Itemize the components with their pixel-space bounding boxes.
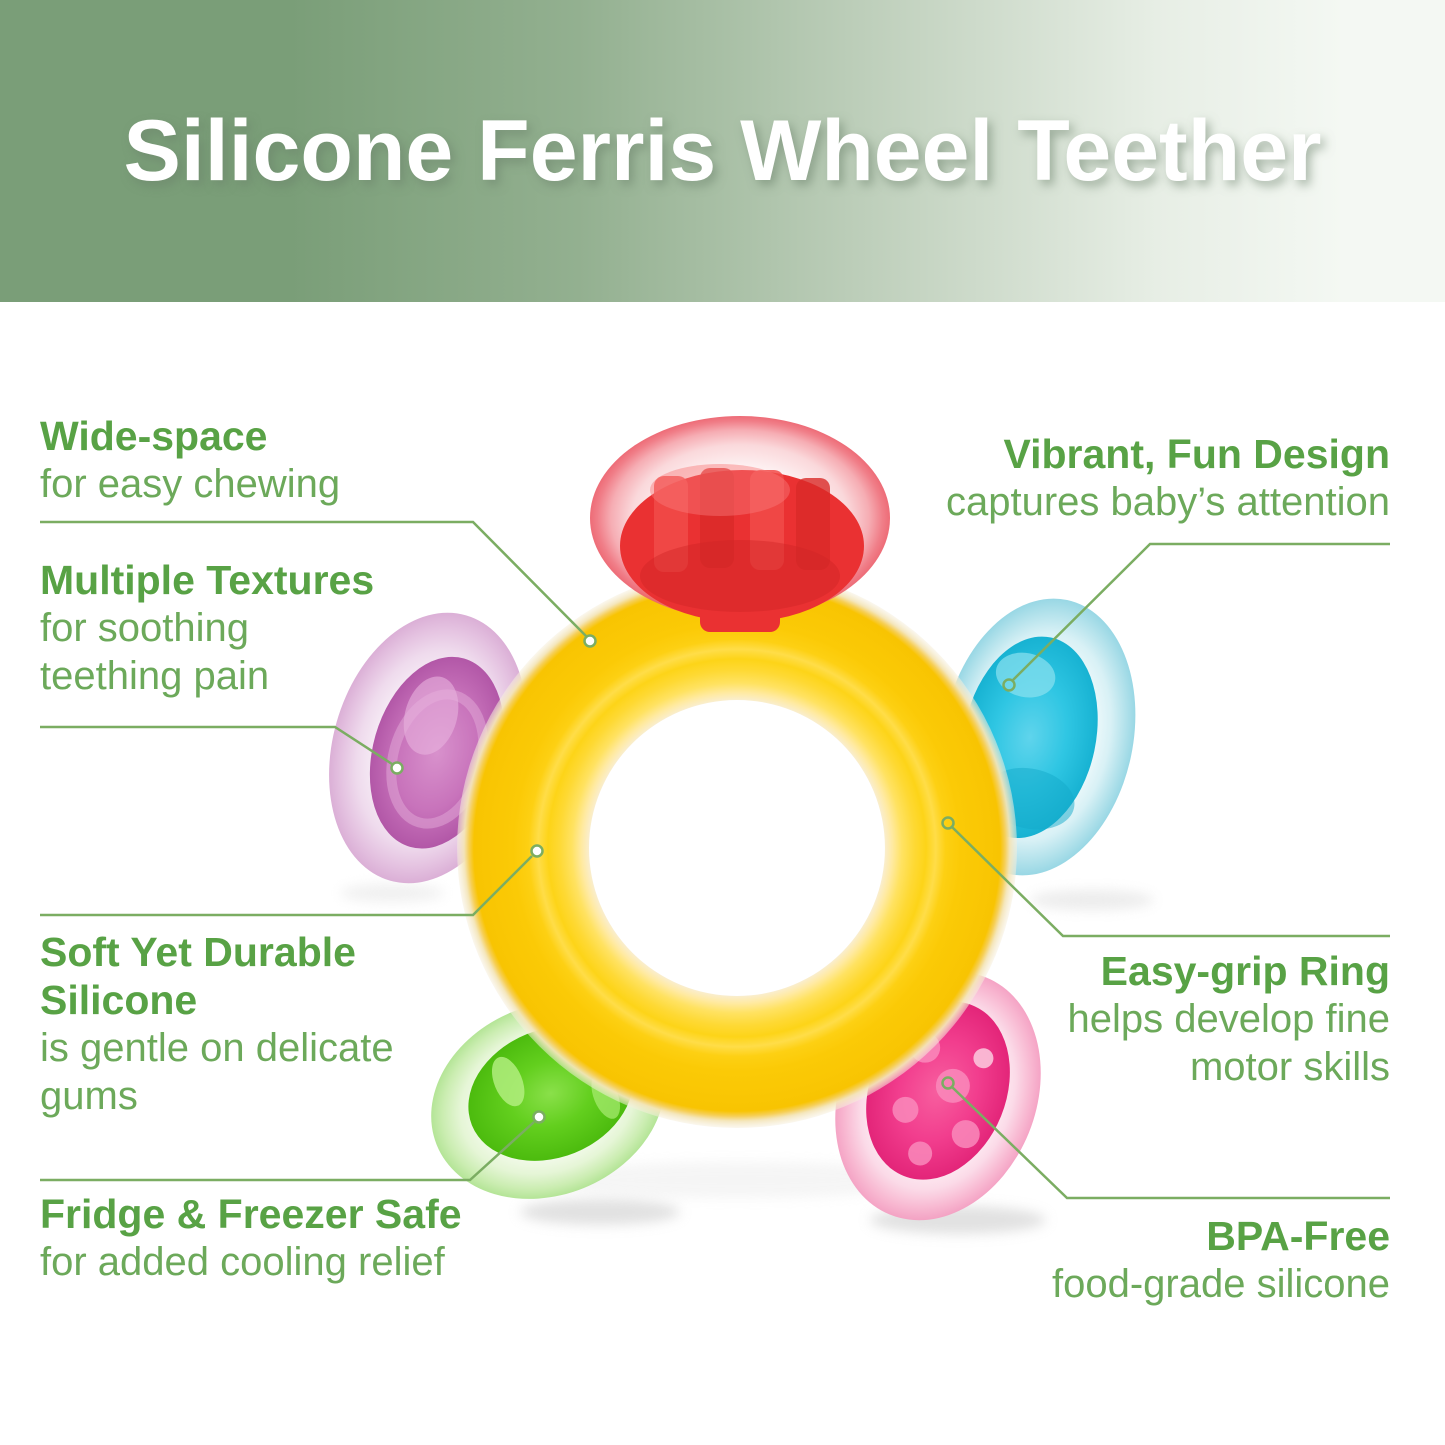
callout-body: captures baby’s attention — [945, 480, 1390, 524]
callout-body: food-grade silicone — [1052, 1262, 1390, 1306]
callout-heading: Easy-grip Ring — [1100, 948, 1390, 994]
callout-soft-silicone: Soft Yet Durable Silicone is gentle on d… — [40, 928, 394, 1120]
callout-line-wide-space — [40, 520, 597, 648]
callout-line-vibrant-design — [1002, 542, 1390, 692]
red-bump — [590, 416, 890, 632]
callout-line-bpa-free — [941, 1076, 1390, 1200]
callout-line-soft-silicone — [40, 844, 544, 917]
header-banner: Silicone Ferris Wheel Teether — [0, 0, 1445, 302]
callout-multiple-textures: Multiple Textures for soothing teething … — [40, 556, 374, 700]
callout-bpa-free: BPA-Free food-grade silicone — [1052, 1212, 1390, 1308]
page-title: Silicone Ferris Wheel Teether — [123, 102, 1322, 199]
callout-line-multiple-textures — [40, 725, 404, 775]
callout-body: for soothing teething pain — [40, 606, 270, 698]
callout-heading: BPA-Free — [1206, 1213, 1390, 1259]
callout-body: is gentle on delicate gums — [40, 1026, 394, 1118]
callout-body: for added cooling relief — [40, 1240, 445, 1284]
callout-heading: Wide-space — [40, 413, 268, 459]
callout-body: helps develop fine motor skills — [1067, 997, 1390, 1089]
callout-heading: Fridge & Freezer Safe — [40, 1191, 462, 1237]
callout-lines — [40, 520, 1390, 1200]
callout-easy-grip: Easy-grip Ring helps develop fine motor … — [1068, 947, 1390, 1091]
callout-heading: Multiple Textures — [40, 557, 375, 603]
callout-wide-space: Wide-space for easy chewing — [40, 412, 340, 508]
callout-heading: Soft Yet Durable Silicone — [40, 929, 356, 1023]
teether-ring — [457, 568, 1017, 1128]
callout-line-fridge-safe — [40, 1110, 546, 1182]
callout-body: for easy chewing — [40, 462, 341, 506]
callout-vibrant-design: Vibrant, Fun Design captures baby’s atte… — [946, 430, 1390, 526]
callout-fridge-safe: Fridge & Freezer Safe for added cooling … — [40, 1190, 462, 1286]
callout-heading: Vibrant, Fun Design — [1003, 431, 1391, 477]
callout-line-easy-grip — [941, 816, 1390, 938]
